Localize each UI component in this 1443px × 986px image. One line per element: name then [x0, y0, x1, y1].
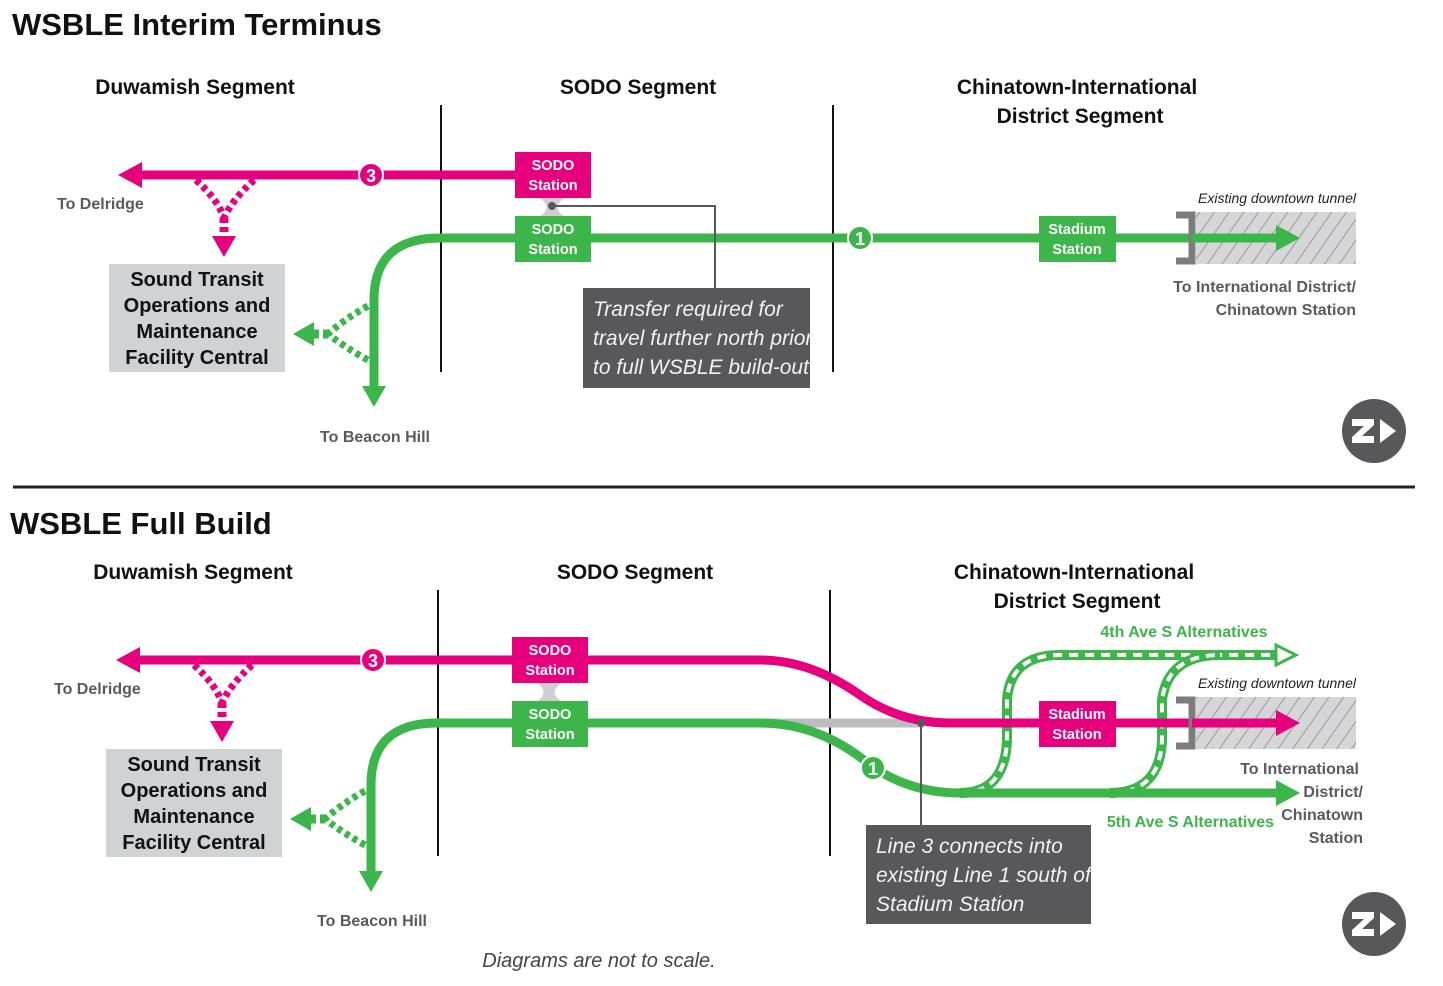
destination-intl-district: Chinatown [1281, 807, 1363, 824]
arrow-right-icon [1274, 642, 1300, 668]
fifth-ave-alternatives-label: 5th Ave S Alternatives [1107, 814, 1274, 831]
destination-beacon-hill: To Beacon Hill [317, 913, 427, 930]
line3-badge-label: 3 [368, 651, 378, 671]
callout-text: travel further north prior [593, 327, 813, 350]
segment-label-cid-line1: Chinatown-International [954, 561, 1194, 584]
transfer-callout [583, 288, 810, 388]
line1-badge [860, 755, 886, 781]
fourth-ave-alternatives-label: 4th Ave S Alternatives [1100, 624, 1267, 641]
station-name: SODO [529, 707, 572, 723]
station-name: Station [1052, 727, 1101, 743]
station-sodo-line1 [512, 701, 588, 747]
line3-route: 3 [116, 647, 1300, 742]
segment-label-cid-line2: District Segment [997, 105, 1164, 128]
station-name: Stadium [1048, 707, 1105, 723]
transfer-connector [537, 683, 561, 701]
tunnel-label: Existing downtown tunnel [1198, 190, 1357, 206]
arrow-down-icon [210, 721, 234, 742]
omf-label: Sound Transit [130, 269, 264, 291]
station-name: SODO [532, 222, 575, 238]
arrow-right-icon [1276, 780, 1300, 806]
omf-label: Maintenance [136, 321, 257, 343]
omf-label: Facility Central [125, 347, 268, 369]
line3-route: 3 [118, 162, 530, 257]
destination-intl-district-line2: Chinatown Station [1216, 302, 1356, 319]
station-stadium [1039, 216, 1116, 262]
arrow-left-icon [290, 807, 311, 831]
omf-central-box [106, 749, 282, 857]
omf-label: Sound Transit [127, 754, 261, 776]
callout-text: existing Line 1 south of [876, 864, 1093, 887]
tunnel-label: Existing downtown tunnel [1198, 675, 1357, 691]
arrow-down-icon [212, 236, 236, 257]
segment-label-duwamish: Duwamish Segment [95, 76, 295, 99]
segment-label-sodo: SODO Segment [560, 76, 716, 99]
north-arrow-icon [1342, 892, 1406, 956]
callout-text: Transfer required for [593, 298, 784, 321]
station-sodo-line3 [515, 152, 591, 198]
line3-badge-label: 3 [366, 166, 376, 186]
destination-intl-district: Station [1309, 830, 1363, 847]
north-arrow-icon [1342, 399, 1406, 463]
omf-label: Operations and [121, 780, 268, 802]
arrow-left-icon [118, 162, 142, 188]
station-name: SODO [532, 158, 575, 174]
callout-text: Stadium Station [876, 893, 1024, 916]
callout-text: Line 3 connects into [876, 835, 1063, 858]
station-name: Station [525, 727, 574, 743]
station-sodo-line1 [515, 216, 591, 262]
destination-delridge: To Delridge [57, 196, 144, 213]
station-name: SODO [529, 643, 572, 659]
arrow-right-icon [1276, 225, 1300, 251]
destination-intl-district: District/ [1303, 784, 1363, 801]
line3-badge [358, 162, 384, 188]
destination-delridge: To Delridge [54, 681, 141, 698]
omf-label: Facility Central [122, 832, 265, 854]
callout-leader-dot [917, 719, 925, 727]
arrow-down-icon [359, 871, 383, 892]
segment-label-duwamish: Duwamish Segment [93, 561, 293, 584]
arrow-left-icon [116, 647, 140, 673]
station-name: Station [525, 663, 574, 679]
callout-text: to full WSBLE build-out [593, 356, 810, 379]
station-name: Station [528, 178, 577, 194]
line3-badge [360, 647, 386, 673]
arrow-left-icon [293, 322, 314, 346]
panel-title: WSBLE Full Build [10, 506, 272, 541]
arrow-right-icon [1276, 710, 1300, 736]
arrow-down-icon [362, 386, 386, 407]
destination-intl-district: To International [1240, 761, 1359, 778]
station-name: Stadium [1048, 222, 1105, 238]
panel-title: WSBLE Interim Terminus [12, 7, 382, 42]
line1-badge [847, 225, 873, 251]
station-stadium [1039, 701, 1116, 747]
footnote: Diagrams are not to scale. [482, 950, 715, 972]
segment-label-sodo: SODO Segment [557, 561, 713, 584]
line1-route: 1 [290, 718, 1300, 892]
panel-interim-terminus: WSBLE Interim Terminus Duwamish Segment … [12, 7, 1406, 463]
omf-central-box [109, 264, 285, 372]
omf-label: Operations and [124, 295, 271, 317]
line1-badge-label: 1 [855, 229, 865, 249]
callout-leader-dot [548, 202, 556, 210]
segment-label-cid-line2: District Segment [994, 590, 1161, 613]
line1-badge-label: 1 [868, 759, 878, 779]
panel-full-build: WSBLE Full Build Duwamish Segment SODO S… [10, 506, 1406, 956]
destination-intl-district-line1: To International District/ [1173, 279, 1356, 296]
station-sodo-line3 [512, 637, 588, 683]
line1-route: 1 [293, 225, 1190, 407]
segment-label-cid-line1: Chinatown-International [957, 76, 1197, 99]
callout-leader [552, 205, 716, 289]
destination-beacon-hill: To Beacon Hill [320, 429, 430, 446]
station-name: Station [528, 242, 577, 258]
omf-label: Maintenance [133, 806, 254, 828]
station-name: Station [1052, 242, 1101, 258]
line3-connection-callout [866, 825, 1091, 924]
